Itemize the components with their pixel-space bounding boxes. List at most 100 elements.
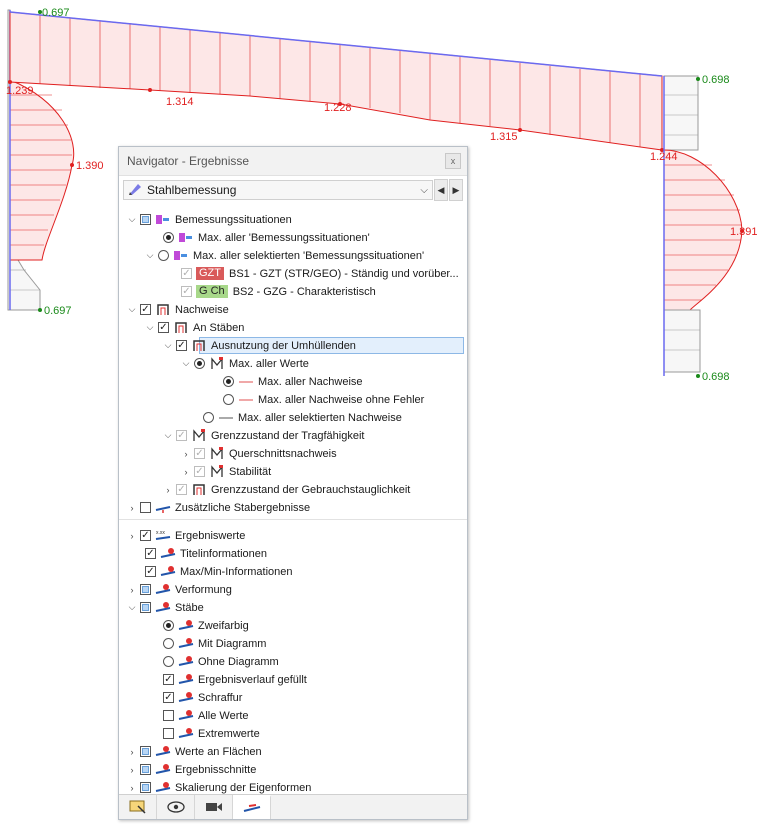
tree-item-titelinformationen[interactable]: Titelinformationen [119,545,467,562]
tree-item-max-selektierte-nachweise[interactable]: Max. aller selektierten Nachweise [119,409,467,426]
chevron-down-icon[interactable]: ⌵ [128,602,136,612]
checkbox[interactable] [163,728,174,739]
checkbox[interactable] [181,286,192,297]
tree-item-mit-diagramm[interactable]: Mit Diagramm [119,635,467,652]
chevron-down-icon[interactable]: ⌵ [146,250,154,260]
chevron-right-icon[interactable]: › [166,484,170,495]
checkbox[interactable] [176,430,187,441]
tab-results[interactable] [233,795,271,819]
module-dropdown[interactable]: Stahlbemessung ⌵ [123,180,433,200]
checkbox[interactable] [163,692,174,703]
tree-item-extremwerte[interactable]: Extremwerte [119,725,467,742]
chevron-down-icon[interactable]: ⌵ [164,340,172,350]
checkbox[interactable] [140,746,151,757]
checkbox[interactable] [140,304,151,315]
design-check-icon [191,429,207,442]
module-selector-row: Stahlbemessung ⌵ ◀ ▶ [123,179,463,201]
tree-item-max-selected-situations[interactable]: ⌵ Max. aller selektierten 'Bemessungssit… [119,247,467,264]
tree-item-max-aller-werte[interactable]: ⌵ Max. aller Werte [119,355,467,372]
tree-item-ergebnisverlauf-gefuellt[interactable]: Ergebnisverlauf gefüllt [119,671,467,688]
checkbox[interactable] [140,584,151,595]
tree-item-werte-an-flaechen[interactable]: › Werte an Flächen [119,743,467,760]
chevron-right-icon[interactable]: › [184,448,188,459]
label-right-column-bottom: 0.698 [702,371,730,383]
tab-views[interactable] [195,795,233,819]
checkbox[interactable] [176,340,187,351]
tree-item-nachweise[interactable]: ⌵ Nachweise [119,301,467,318]
chevron-right-icon[interactable]: › [184,466,188,477]
tree-item-ausnutzung-umhuellende[interactable]: ⌵ Ausnutzung der Umhüllenden [119,337,467,354]
tree-item-ergebniswerte[interactable]: › x.xx Ergebniswerte [119,527,467,544]
checkbox[interactable] [194,448,205,459]
checkbox[interactable] [194,466,205,477]
close-button[interactable]: x [445,153,461,169]
radio-button[interactable] [194,358,205,369]
chevron-down-icon[interactable]: ⌵ [146,322,154,332]
radio-button[interactable] [163,638,174,649]
tree-item-an-staeben[interactable]: ⌵ An Stäben [119,319,467,336]
tree-item-querschnittsnachweis[interactable]: › Querschnittsnachweis [119,445,467,462]
checkbox[interactable] [140,214,151,225]
radio-button[interactable] [223,394,234,405]
tree-item-label: Verformung [175,583,232,596]
tree-item-zusaetzliche-stabergebnisse[interactable]: › Zusätzliche Stabergebnisse [119,499,467,516]
tree-item-verformung[interactable]: › Verformung [119,581,467,598]
checkbox[interactable] [158,322,169,333]
member-display-icon [178,727,194,740]
tree-item-bemessungssituationen[interactable]: ⌵ Bemessungssituationen [119,211,467,228]
chevron-right-icon[interactable]: › [130,764,134,775]
tree-item-bs1[interactable]: GZT BS1 - GZT (STR/GEO) - Ständig und vo… [119,265,467,282]
checkbox[interactable] [140,530,151,541]
radio-button[interactable] [163,656,174,667]
tree-item-max-all-situations[interactable]: Max. aller 'Bemessungssituationen' [119,229,467,246]
tree-item-stabilitaet[interactable]: › Stabilität [119,463,467,480]
tree-item-staebe[interactable]: ⌵ Stäbe [119,599,467,616]
chevron-right-icon[interactable]: › [130,530,134,541]
chevron-down-icon[interactable]: ⌵ [182,358,190,368]
checkbox[interactable] [140,764,151,775]
chevron-right-icon[interactable]: › [130,502,134,513]
checkbox[interactable] [163,710,174,721]
tree-item-gzg[interactable]: › Grenzzustand der Gebrauchstauglichkeit [119,481,467,498]
checkbox[interactable] [140,502,151,513]
design-check-icon [209,357,225,370]
chevron-right-icon[interactable]: › [130,746,134,757]
radio-button[interactable] [158,250,169,261]
previous-button[interactable]: ◀ [434,179,448,201]
chevron-down-icon[interactable]: ⌵ [128,304,136,314]
tree-item-max-aller-nachweise[interactable]: Max. aller Nachweise [119,373,467,390]
checkbox[interactable] [145,548,156,559]
radio-button[interactable] [223,376,234,387]
tree-item-bs2[interactable]: G Ch BS2 - GZG - Charakteristisch [119,283,467,300]
navigator-panel: Navigator - Ergebnisse x Stahlbemessung … [118,146,468,820]
tree-item-gzt[interactable]: ⌵ Grenzzustand der Tragfähigkeit [119,427,467,444]
chevron-down-icon[interactable]: ⌵ [128,214,136,224]
radio-button[interactable] [163,232,174,243]
member-display-icon [178,691,194,704]
tree-item-zweifarbig[interactable]: Zweifarbig [119,617,467,634]
member-display-icon [155,601,171,614]
chevron-right-icon[interactable]: › [130,584,134,595]
tree-item-label: An Stäben [193,321,245,334]
tab-data[interactable] [119,795,157,819]
tree-item-ergebnisschnitte[interactable]: › Ergebnisschnitte [119,761,467,778]
next-button[interactable]: ▶ [449,179,463,201]
chevron-down-icon[interactable]: ⌵ [164,430,172,440]
checkbox[interactable] [176,484,187,495]
tree-item-max-min-informationen[interactable]: Max/Min-Informationen [119,563,467,580]
tree-item-alle-werte[interactable]: Alle Werte [119,707,467,724]
checkbox[interactable] [181,268,192,279]
radio-button[interactable] [203,412,214,423]
checkbox[interactable] [140,782,151,793]
tree-item-schraffur[interactable]: Schraffur [119,689,467,706]
tree-item-ohne-diagramm[interactable]: Ohne Diagramm [119,653,467,670]
checkbox[interactable] [163,674,174,685]
tab-display[interactable] [157,795,195,819]
frame-icon [191,339,207,352]
chevron-right-icon[interactable]: › [130,782,134,793]
radio-button[interactable] [163,620,174,631]
tree-item-max-aller-nachweise-ohne-fehler[interactable]: Max. aller Nachweise ohne Fehler [119,391,467,408]
checkbox[interactable] [140,602,151,613]
tree-item-skalierung-eigenformen[interactable]: › Skalierung der Eigenformen [119,779,467,796]
checkbox[interactable] [145,566,156,577]
